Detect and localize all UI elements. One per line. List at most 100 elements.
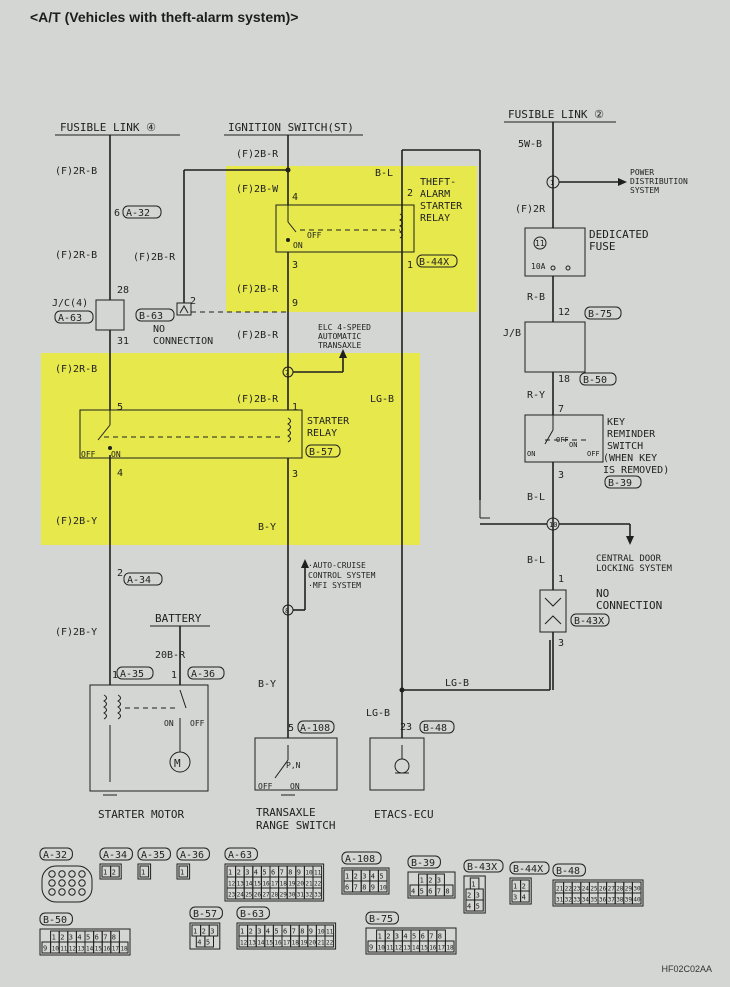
connector-pin: 6 <box>95 934 99 942</box>
connector-view-label: A-63 <box>228 850 252 861</box>
svg-text:THEFT-: THEFT- <box>420 177 456 188</box>
branch-no-connection-b63: (F)2B-R 2 NO CONNECTION <box>133 167 291 347</box>
connector-pin: 33 <box>573 897 581 904</box>
connector-pin: 6 <box>421 933 425 941</box>
center-wire-column: (F)2B-R (F)2B-W 4 3 (F)2B-R 9 (F)2B-R (F… <box>236 135 298 738</box>
svg-text:2: 2 <box>407 188 413 199</box>
transaxle-range-switch: P,N OFF ON TRANSAXLE RANGE SWITCH <box>254 737 338 832</box>
connector-pin: 3 <box>245 869 249 877</box>
connector-pin: 25 <box>590 886 598 893</box>
svg-text:5: 5 <box>117 402 123 413</box>
heading-fusible-link-2: FUSIBLE LINK ② <box>508 108 604 121</box>
svg-text:(WHEN KEY: (WHEN KEY <box>603 453 657 464</box>
svg-text:A-36: A-36 <box>191 669 215 680</box>
connector-pin: 17 <box>283 940 291 947</box>
svg-text:B-Y: B-Y <box>258 679 276 690</box>
svg-text:3: 3 <box>558 470 564 481</box>
page-title: <A/T (Vehicles with theft-alarm system)> <box>30 9 299 25</box>
connector-pin: 7 <box>437 888 441 896</box>
dedicated-fuse: 11 10A DEDICATED FUSE <box>524 227 649 277</box>
connector-pin: 28 <box>271 892 279 899</box>
connector-pin: 3 <box>257 928 261 936</box>
connector-pin: 7 <box>429 933 433 941</box>
svg-text:B-57: B-57 <box>309 447 333 458</box>
connector-pin: 4 <box>266 928 270 936</box>
svg-text:DISTRIBUTION: DISTRIBUTION <box>630 177 688 186</box>
svg-text:B-75: B-75 <box>588 309 612 320</box>
svg-text:A-63: A-63 <box>58 313 82 324</box>
junction-10-central-locking: 10 CENTRAL DOOR LOCKING SYSTEM <box>479 500 672 574</box>
connector-pin: 1 <box>420 877 424 885</box>
connector-pin: 10 <box>378 945 386 952</box>
connector-pin: 2 <box>202 928 206 936</box>
svg-text:ON: ON <box>290 782 300 791</box>
svg-text:LG-B: LG-B <box>445 678 469 689</box>
svg-text:ON: ON <box>569 441 577 449</box>
svg-text:3: 3 <box>292 260 298 271</box>
connector-pin: 23 <box>228 892 236 899</box>
svg-text:FUSE: FUSE <box>589 240 616 253</box>
svg-text:ON: ON <box>164 719 174 728</box>
connector-pin: 23 <box>573 886 581 893</box>
connector-pin: 3 <box>210 928 214 936</box>
svg-text:IS REMOVED): IS REMOVED) <box>603 465 669 476</box>
left-wire-column: (F)2R-B 6 (F)2R-B 28 31 (F)2R-B 5 4 (F)2… <box>52 135 129 685</box>
svg-text:BATTERY: BATTERY <box>155 612 202 625</box>
connector-tag-a108: A-108 <box>297 720 335 734</box>
connector-pin: 5 <box>206 939 210 947</box>
connector-pin: 2 <box>249 928 253 936</box>
connector-pin: 12 <box>69 946 77 953</box>
svg-text:SYSTEM: SYSTEM <box>630 186 659 195</box>
connector-pin: 2 <box>386 933 390 941</box>
connector-pin: 3 <box>362 873 366 881</box>
svg-text:CONNECTION: CONNECTION <box>596 599 662 612</box>
svg-text:ON: ON <box>527 450 535 458</box>
connector-pin: 31 <box>297 892 305 899</box>
right-wire-column: 5W-B (F)2R R-B 12 18 R-Y 7 3 B-L B-L 1 3 <box>515 122 570 690</box>
svg-text:CENTRAL DOOR: CENTRAL DOOR <box>596 554 662 564</box>
connector-tag-b75: B-75 <box>584 306 622 320</box>
connector-tag-b39: B-39 <box>604 475 642 489</box>
connector-pin: 3 <box>395 933 399 941</box>
connector-pin: 2 <box>112 869 116 877</box>
connector-pin: 1 <box>141 869 145 877</box>
connector-pin: 5 <box>274 928 278 936</box>
svg-text:STARTER: STARTER <box>307 416 350 427</box>
svg-text:(F)2B-R: (F)2B-R <box>236 330 279 341</box>
svg-text:10A: 10A <box>531 262 546 271</box>
svg-text:1: 1 <box>558 574 564 585</box>
starter-motor: ON OFF M STARTER MOTOR <box>89 684 209 821</box>
svg-text:LOCKING SYSTEM: LOCKING SYSTEM <box>596 564 672 574</box>
svg-text:7: 7 <box>285 369 289 377</box>
connector-pin: 16 <box>429 945 437 952</box>
svg-text:31: 31 <box>117 336 129 347</box>
connector-pin: 15 <box>254 881 262 888</box>
connector-pin: 7 <box>280 869 284 877</box>
connector-tag-b50: B-50 <box>579 372 617 386</box>
svg-text:(F)2B-R: (F)2B-R <box>133 252 176 263</box>
svg-text:M: M <box>174 757 181 770</box>
svg-text:TRANSAXLE: TRANSAXLE <box>256 806 316 819</box>
connector-pin: 8 <box>362 884 366 892</box>
connector-pin: 1 <box>240 928 244 936</box>
connector-pin: 3 <box>476 892 480 900</box>
svg-text:B-63: B-63 <box>139 311 163 322</box>
connector-pin: 11 <box>314 870 322 877</box>
connector-tag-a35: A-35 <box>116 666 154 680</box>
highlight-theft-alarm-relay <box>226 166 477 312</box>
connector-pin: 8 <box>288 869 292 877</box>
connector-view-a-35: A-351 <box>137 847 171 880</box>
connector-tag-b57: B-57 <box>305 444 341 458</box>
connector-pin: 16 <box>274 940 282 947</box>
connector-pin: 1 <box>180 869 184 877</box>
lgb-wire: B-L 2 1 LG-B LG-B LG-B 23 <box>366 149 551 738</box>
connector-view-a-36: A-361 <box>176 847 210 880</box>
connector-pin: 8 <box>300 928 304 936</box>
svg-text:OFF: OFF <box>556 436 569 444</box>
connector-view-label: B-44X <box>513 864 543 875</box>
connector-pin: 18 <box>292 940 300 947</box>
connector-pin: 5 <box>412 933 416 941</box>
